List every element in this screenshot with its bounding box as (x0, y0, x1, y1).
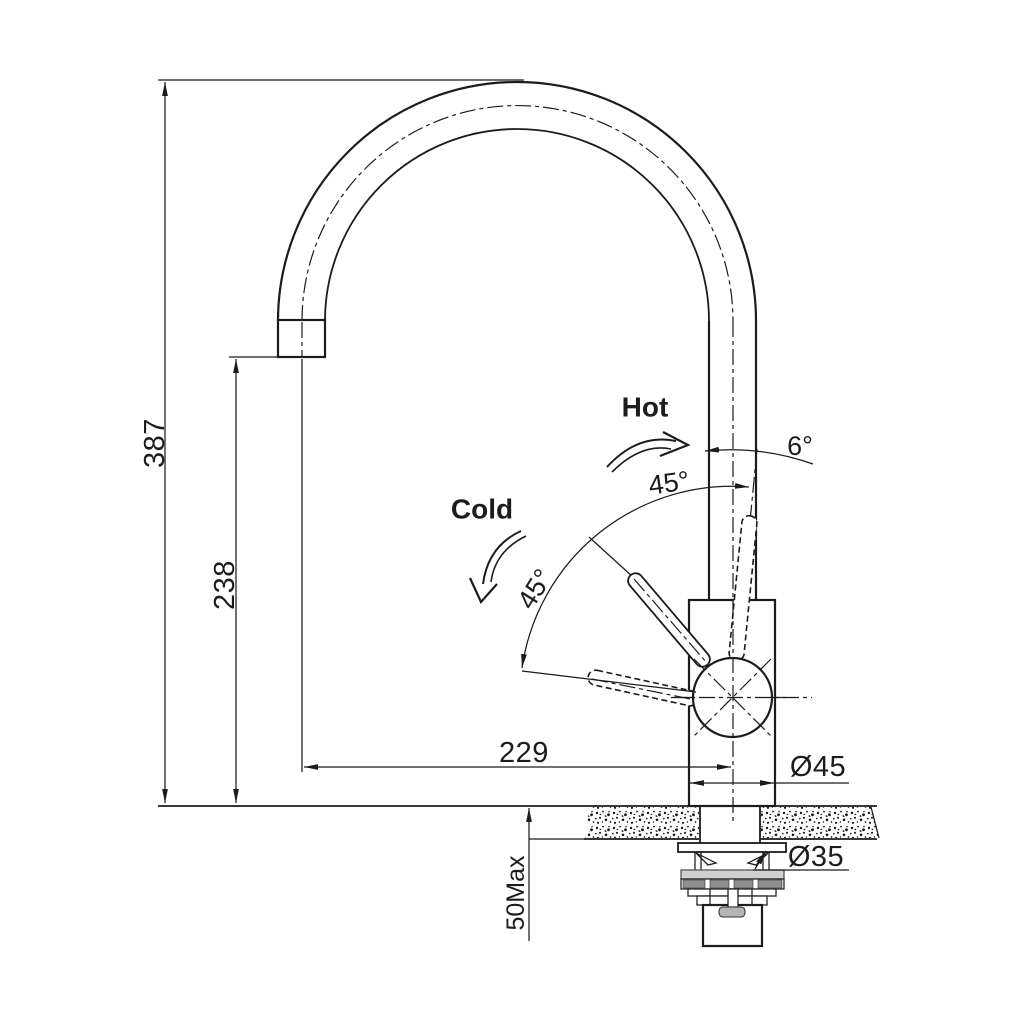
countertop-stipple-right (761, 807, 879, 838)
dim-angle-lower: 45° (511, 564, 558, 615)
spout-arc-inner (324, 128, 710, 322)
mount-stud (727, 888, 739, 908)
hot-label: Hot (622, 392, 669, 423)
horseshoe-seg-1 (682, 879, 706, 889)
dim-overall-height: 387 (139, 418, 171, 468)
cold-label: Cold (451, 494, 513, 525)
handle-tilt-arc (704, 446, 814, 465)
countertop (158, 805, 880, 843)
horseshoe-seg-2 (709, 879, 730, 889)
dim-leader-shank (754, 850, 767, 870)
mount-hole (700, 807, 760, 843)
washer (680, 869, 785, 880)
mounting-hardware (677, 842, 787, 948)
dim-outlet-height: 238 (209, 560, 241, 610)
swing-arc-baseline (521, 670, 697, 693)
dimension-annotations: 387 238 229 Ø45 Ø35 50Max 45° 45° 6° Hot (139, 79, 849, 941)
dim-shank-diameter: Ø35 (788, 841, 844, 873)
backnut-flange (677, 842, 787, 853)
countertop-stipple-left (585, 807, 699, 838)
dim-body-diameter: Ø45 (790, 751, 846, 783)
clamp-hook-left (695, 852, 718, 866)
horseshoe-seg-3 (733, 879, 754, 889)
dim-mount-thickness: 50Max (502, 855, 530, 931)
stud-cap (718, 906, 746, 918)
handle-lever-horizontal-phantom (587, 669, 699, 707)
handle-swing-arc (521, 482, 750, 669)
hot-rotation-arrow (606, 431, 691, 473)
ball-diagonal-1 (693, 658, 772, 737)
ball-diagonal-2 (693, 658, 772, 737)
dim-angle-upper: 45° (647, 465, 692, 500)
spout-centerline-arc (301, 104, 734, 322)
horseshoe-seg-4 (757, 879, 783, 889)
counter-right-edge (870, 806, 880, 839)
lever-axis-extension (588, 536, 634, 578)
cold-rotation-arrow (469, 530, 527, 604)
dim-angle-tilt: 6° (787, 431, 813, 461)
spout-arc-outer (276, 80, 758, 322)
dim-spout-reach: 229 (499, 737, 549, 769)
